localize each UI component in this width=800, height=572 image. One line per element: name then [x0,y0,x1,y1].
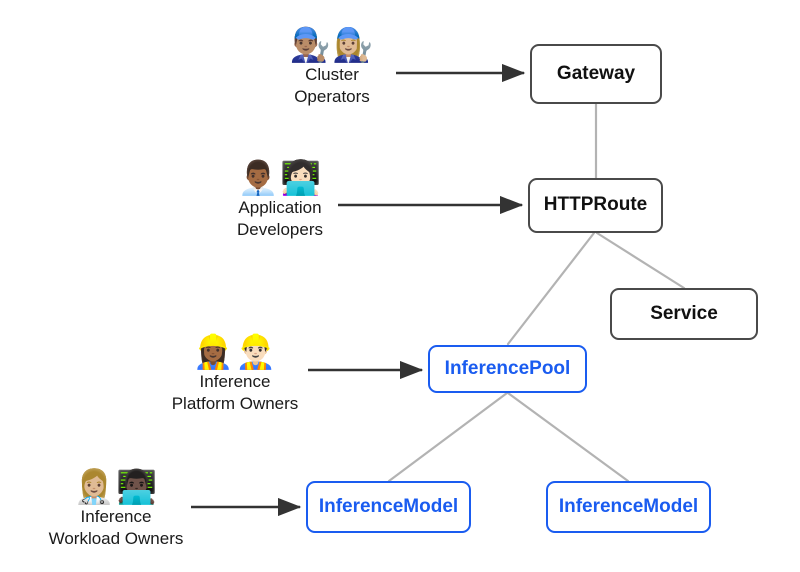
node-inferencemodel-1-label: InferenceModel [318,495,459,517]
office-worker-technologist-pair-icon: 👨🏾‍💼👩🏻‍💻 [237,158,323,197]
node-httproute[interactable]: HTTPRoute [528,178,663,233]
node-inferencemodel-1[interactable]: InferenceModel [306,481,471,533]
persona-inference-workload-owners: 👩🏼‍⚕️👨🏿‍💻 Inference Workload Owners [41,468,191,549]
persona-inference-platform-owners-line1: Inference [199,371,271,391]
persona-application-developers-line1: Application [238,197,322,217]
persona-cluster-operators-line2: Operators [294,86,370,106]
node-inferencepool[interactable]: InferencePool [428,345,587,393]
mechanic-pair-icon: 👨🏽‍🔧👩🏼‍🔧 [289,25,375,64]
persona-cluster-operators: 👨🏽‍🔧👩🏼‍🔧 Cluster Operators [258,26,406,107]
node-httproute-label: HTTPRoute [543,194,648,216]
persona-application-developers-line2: Developers [237,219,323,239]
health-worker-technologist-pair-icon: 👩🏼‍⚕️👨🏿‍💻 [73,467,159,506]
node-service-label: Service [650,302,718,324]
persona-application-developers: 👨🏾‍💼👩🏻‍💻 Application Developers [206,159,354,240]
construction-worker-pair-icon: 👷🏾‍♀️👷🏻‍♂️ [192,332,278,371]
node-inferencemodel-2[interactable]: InferenceModel [546,481,711,533]
persona-inference-platform-owners-line2: Platform Owners [171,393,299,413]
node-gateway[interactable]: Gateway [530,44,662,104]
node-gateway-label: Gateway [556,62,636,84]
persona-inference-platform-owners: 👷🏾‍♀️👷🏻‍♂️ Inference Platform Owners [160,333,310,414]
node-inferencemodel-2-label: InferenceModel [558,495,699,517]
node-inferencepool-label: InferencePool [444,357,571,379]
node-service[interactable]: Service [610,288,758,340]
persona-cluster-operators-line1: Cluster [305,64,359,84]
persona-inference-workload-owners-line2: Workload Owners [48,528,184,548]
persona-inference-workload-owners-line1: Inference [80,506,152,526]
